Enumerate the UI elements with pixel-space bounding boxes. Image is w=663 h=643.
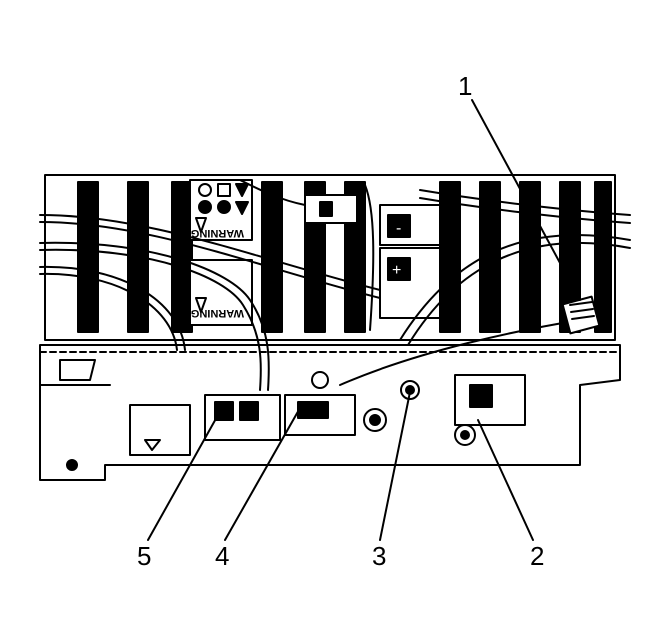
harness-cables xyxy=(39,179,631,391)
positive-terminal-mark: + xyxy=(392,262,401,279)
callout-2: 2 xyxy=(530,541,544,571)
connector-5 xyxy=(129,394,281,456)
leader-lines xyxy=(147,99,581,541)
terminal-block xyxy=(379,204,441,319)
warning-text-upper: WARNING xyxy=(191,227,244,239)
callout-4: 4 xyxy=(215,541,229,571)
warning-label-lower xyxy=(189,259,253,326)
callout-1: 1 xyxy=(458,71,472,101)
connector-1-harness-plug xyxy=(561,295,601,335)
warning-text-lower: WARNING xyxy=(191,307,244,319)
callout-5: 5 xyxy=(137,541,151,571)
warning-label-upper xyxy=(189,179,253,241)
cell-slots xyxy=(77,181,612,333)
callout-3: 3 xyxy=(372,541,386,571)
negative-terminal-mark: - xyxy=(396,220,401,237)
connector-top xyxy=(304,194,358,224)
connector-2 xyxy=(454,374,526,446)
connector-3-ground-strap xyxy=(311,371,420,432)
